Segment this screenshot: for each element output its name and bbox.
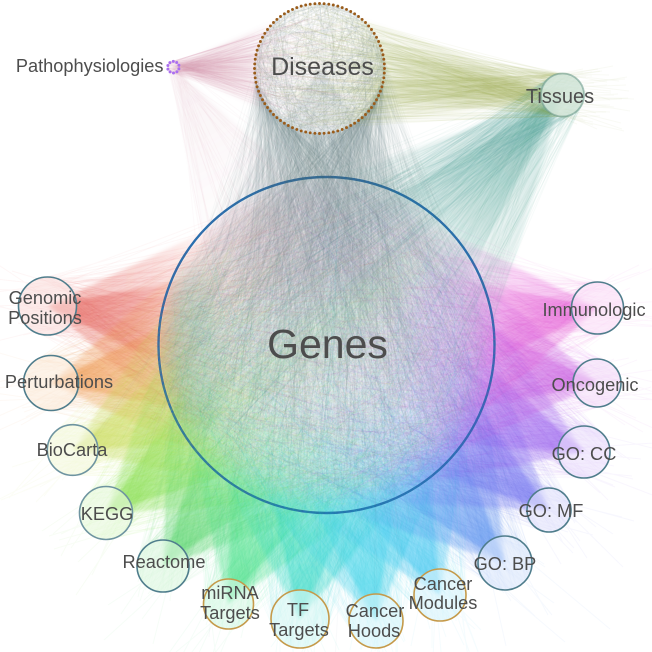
svg-text:TF: TF bbox=[287, 600, 309, 620]
svg-text:Immunologic: Immunologic bbox=[542, 300, 645, 320]
svg-text:Reactome: Reactome bbox=[123, 552, 206, 572]
svg-text:Modules: Modules bbox=[409, 593, 478, 613]
svg-text:miRNA: miRNA bbox=[201, 583, 259, 603]
svg-text:KEGG: KEGG bbox=[81, 504, 134, 524]
svg-text:Genomic: Genomic bbox=[9, 288, 82, 308]
svg-text:Targets: Targets bbox=[269, 620, 329, 640]
svg-text:Pathophysiologies: Pathophysiologies bbox=[16, 56, 164, 76]
svg-text:GO: CC: GO: CC bbox=[552, 444, 617, 464]
svg-text:Oncogenic: Oncogenic bbox=[552, 375, 639, 395]
svg-text:Targets: Targets bbox=[200, 603, 260, 623]
svg-text:GO: BP: GO: BP bbox=[474, 554, 537, 574]
svg-text:Diseases: Diseases bbox=[271, 53, 374, 81]
svg-text:Cancer: Cancer bbox=[346, 601, 405, 621]
svg-text:Cancer: Cancer bbox=[414, 574, 473, 594]
svg-text:Hoods: Hoods bbox=[348, 621, 401, 641]
svg-text:Tissues: Tissues bbox=[526, 86, 594, 108]
svg-text:Genes: Genes bbox=[267, 321, 388, 367]
svg-text:BioCarta: BioCarta bbox=[37, 440, 109, 460]
svg-text:Positions: Positions bbox=[8, 308, 82, 328]
svg-text:Perturbations: Perturbations bbox=[5, 372, 113, 392]
svg-text:GO: MF: GO: MF bbox=[519, 501, 584, 521]
